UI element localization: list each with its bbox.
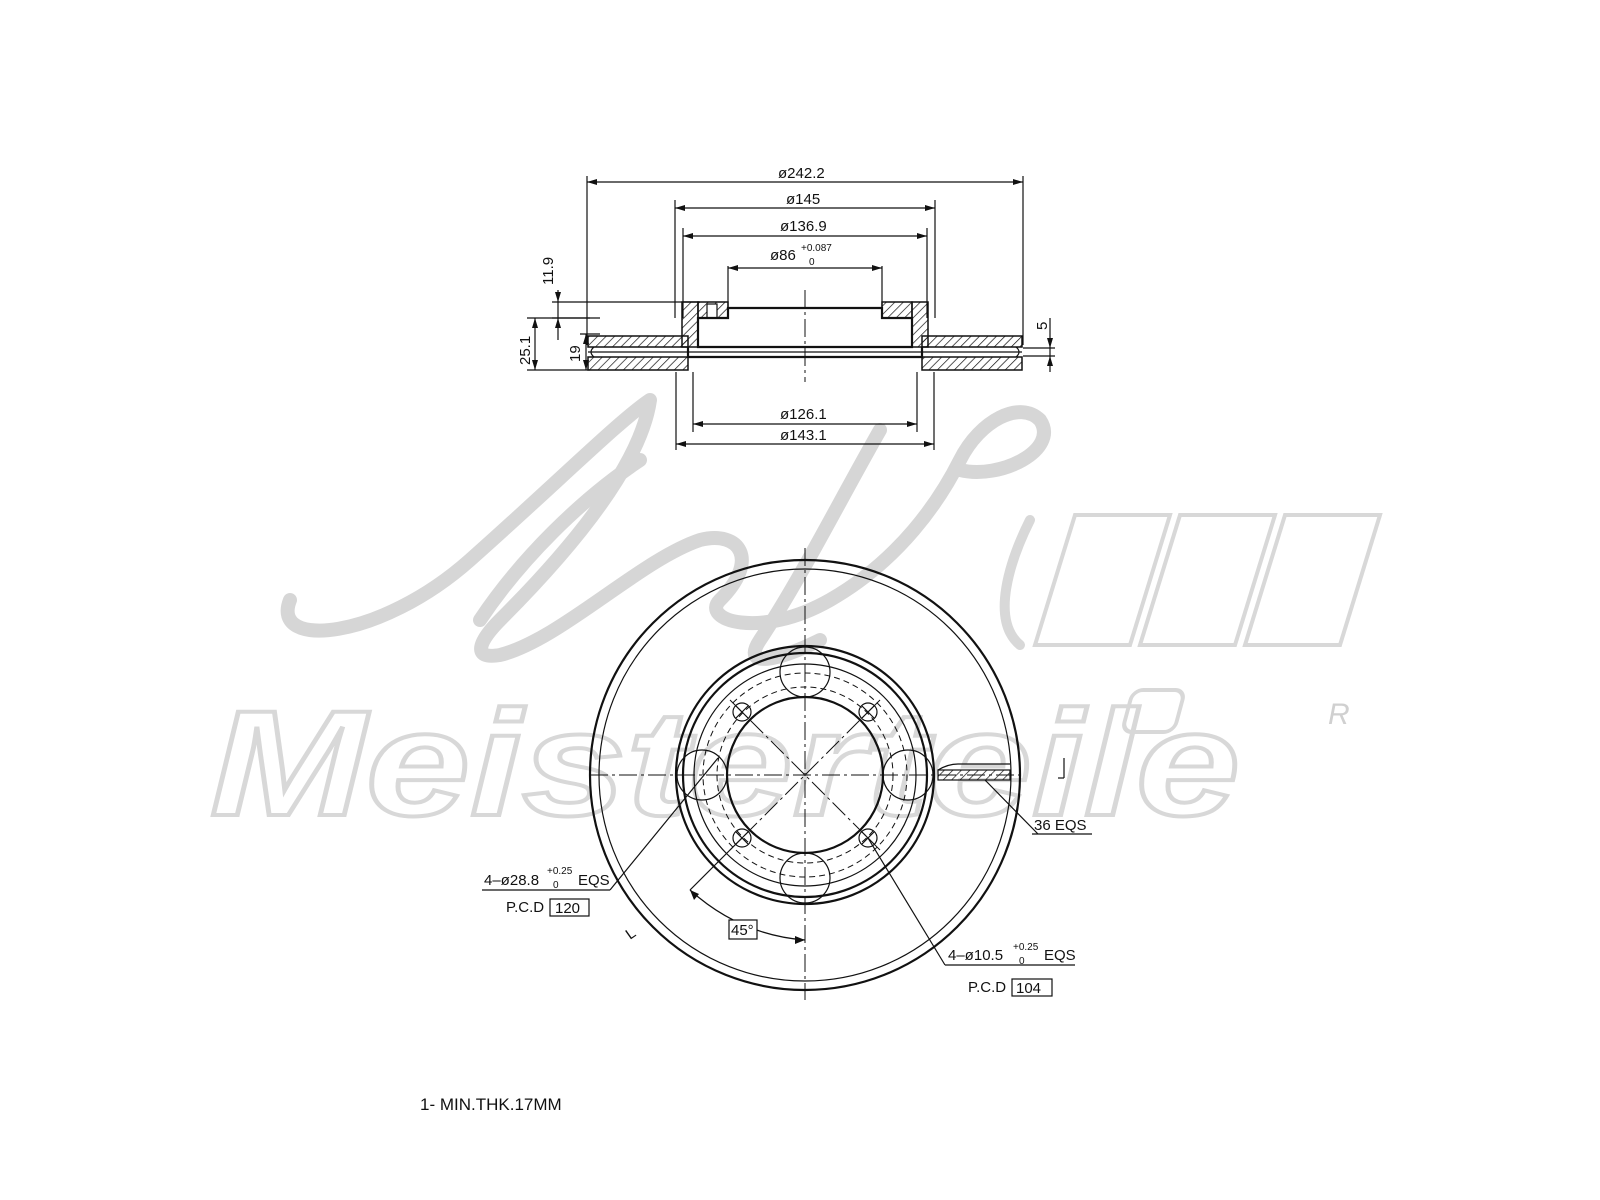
large-holes-callout: 4–ø28.8 +0.25 0 EQS P.C.D 120 xyxy=(482,757,719,917)
svg-text:25.1: 25.1 xyxy=(517,336,534,365)
dim-vent-gap: 5 xyxy=(1023,318,1055,372)
watermark-brand: Meisterteile xyxy=(210,679,1240,847)
disc-section xyxy=(587,301,1023,371)
watermark-registered-mark: R xyxy=(1122,688,1350,734)
dim-outer-diameter: ø242.2 xyxy=(587,165,1023,185)
plan-view: 36 EQS 4–ø28.8 +0.25 0 EQS P.C.D 120 45°… xyxy=(482,548,1092,1000)
svg-text:120: 120 xyxy=(555,900,580,917)
svg-text:104: 104 xyxy=(1016,980,1041,997)
svg-text:11.9: 11.9 xyxy=(540,257,557,285)
svg-text:+0.087: +0.087 xyxy=(801,243,832,254)
vanes-label: 36 EQS xyxy=(1034,817,1087,834)
dim-center-bore: ø86 +0.087 0 xyxy=(728,243,882,271)
svg-text:EQS: EQS xyxy=(578,872,610,889)
section-mark: L xyxy=(623,925,640,944)
dim-hat-height: 11.9 xyxy=(540,257,700,340)
svg-text:ø86: ø86 xyxy=(770,247,796,264)
svg-text:ø126.1: ø126.1 xyxy=(780,406,827,423)
svg-text:4–ø28.8: 4–ø28.8 xyxy=(484,872,539,889)
dim-bottom-outer: ø143.1 xyxy=(676,427,934,447)
dim-hat-inner: ø136.9 xyxy=(683,218,927,239)
svg-text:R: R xyxy=(1328,698,1350,731)
watermark-script-stroke xyxy=(280,393,1051,663)
dim-hat-outer: ø145 xyxy=(675,191,935,211)
svg-text:19: 19 xyxy=(567,345,584,362)
vane-indicator: 36 EQS xyxy=(937,758,1092,835)
svg-text:+0.25: +0.25 xyxy=(1013,942,1039,953)
large-holes xyxy=(676,646,934,904)
svg-text:ø136.9: ø136.9 xyxy=(780,218,827,235)
svg-text:0: 0 xyxy=(809,257,815,268)
dim-bottom-inner: ø126.1 xyxy=(693,406,917,427)
svg-text:EQS: EQS xyxy=(1044,947,1076,964)
svg-text:0: 0 xyxy=(1019,956,1025,967)
bolt-holes-callout: 4–ø10.5 +0.25 0 EQS P.C.D 104 xyxy=(867,837,1076,997)
svg-text:ø242.2: ø242.2 xyxy=(778,165,825,182)
svg-text:ø145: ø145 xyxy=(786,191,820,208)
svg-text:45°: 45° xyxy=(731,922,754,939)
svg-text:+0.25: +0.25 xyxy=(547,866,573,877)
angle-dimension: 45° xyxy=(689,837,806,944)
svg-text:P.C.D: P.C.D xyxy=(506,899,544,916)
svg-text:P.C.D: P.C.D xyxy=(968,979,1006,996)
svg-text:4–ø10.5: 4–ø10.5 xyxy=(948,947,1003,964)
watermark: Meisterteile R xyxy=(208,393,1383,849)
section-view: ø242.2 ø145 ø136.9 ø86 +0.087 0 11.9 xyxy=(517,165,1055,450)
svg-text:0: 0 xyxy=(553,880,559,891)
min-thickness-note: 1- MIN.THK.17MM xyxy=(420,1095,562,1114)
watermark-logo-bars xyxy=(999,513,1383,650)
svg-text:5: 5 xyxy=(1034,322,1051,330)
svg-text:ø143.1: ø143.1 xyxy=(780,427,827,444)
dim-total-height: 25.1 xyxy=(517,317,590,371)
